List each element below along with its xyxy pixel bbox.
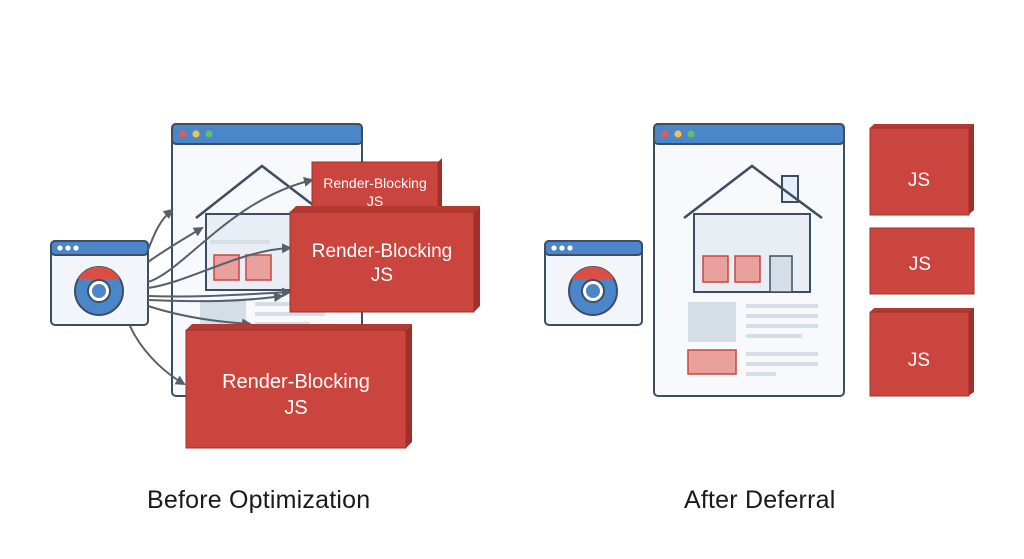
arrow-icon [129,325,186,386]
arrow-icon [147,305,252,329]
block-2-label-line1: Render-Blocking [312,241,452,262]
chrome-logo-icon [74,266,124,316]
block-3-label-line2: JS [284,397,307,419]
arrow-icon [147,226,204,263]
deferred-js-label-3: JS [908,350,930,371]
chrome-logo-icon [568,266,618,316]
deferred-js-block-2: JS [869,227,975,295]
arrow-icon [147,243,292,289]
render-blocking-block-3: Render-Blocking JS [185,324,412,449]
after-page-window [653,123,845,397]
render-blocking-block-1: Render-Blocking JS [311,158,442,211]
arrow-icon [147,292,284,303]
before-small-browser [50,240,149,326]
block-1-label-line1: Render-Blocking [323,175,427,191]
block-2-label-line2: JS [371,265,393,286]
deferred-js-block-3: JS [869,308,974,397]
block-3-label-line1: Render-Blocking [222,371,370,393]
before-arrows [129,177,314,386]
before-diagram: Render-Blocking JS Render-Blocking JS Re… [50,123,480,449]
after-small-browser [544,240,643,326]
arrow-icon [147,208,174,251]
after-diagram: JS JS JS [544,123,975,397]
before-caption: Before Optimization [147,486,371,514]
after-caption: After Deferral [684,486,836,514]
render-blocking-block-2: Render-Blocking JS [289,206,480,313]
arrow-icon [147,177,314,283]
house-icon [683,164,823,293]
block-1-label-line2: JS [367,193,383,209]
deferred-js-label-1: JS [908,170,930,191]
deferred-js-label-2: JS [909,254,931,275]
deferred-js-block-1: JS [869,124,974,216]
